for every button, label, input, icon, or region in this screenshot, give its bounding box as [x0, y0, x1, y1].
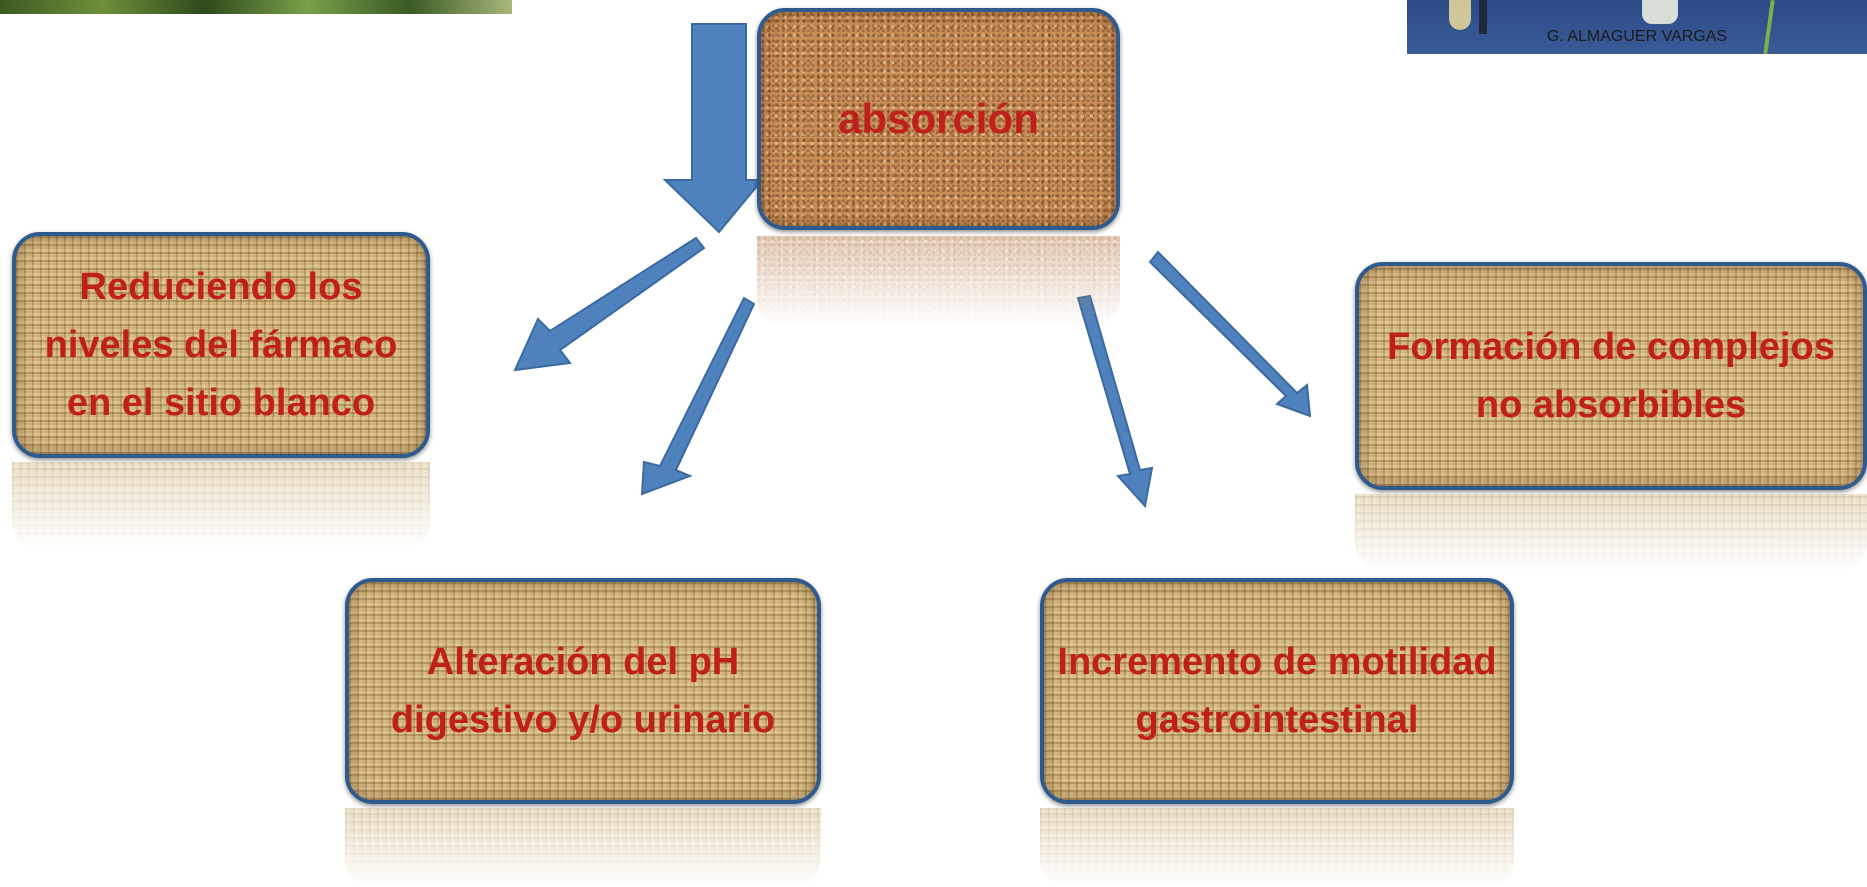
top-right-photo: G. ALMAGUER VARGAS	[1407, 0, 1867, 54]
node-incremento-reflection	[1040, 808, 1514, 887]
node-alteracion-label: Alteración del pH digestivo y/o urinario	[390, 641, 776, 741]
node-incremento: Incremento de motilidad gastrointestinal	[1040, 578, 1514, 804]
photo-credit: G. ALMAGUER VARGAS	[1546, 28, 1728, 45]
top-left-photo	[0, 0, 512, 14]
arrow-to-incremento-icon	[1076, 294, 1154, 509]
arrow-to-alteracion-icon	[640, 296, 756, 496]
node-alteracion-reflection	[345, 808, 821, 887]
node-reduciendo: Reduciendo los niveles del fármaco en el…	[12, 232, 430, 458]
arrow-to-reduciendo-icon	[513, 236, 706, 372]
arrow-to-formacion-icon	[1148, 250, 1312, 418]
node-formacion-reflection	[1355, 494, 1867, 570]
photo-object	[1642, 0, 1678, 24]
node-alteracion: Alteración del pH digestivo y/o urinario	[345, 578, 821, 804]
node-absorcion-label: absorción	[838, 95, 1039, 142]
node-absorcion: absorción	[757, 8, 1120, 230]
down-arrow-icon	[662, 23, 765, 234]
node-incremento-label: Incremento de motilidad gastrointestinal	[1057, 641, 1497, 741]
node-formacion-label: Formación de complejos no absorbibles	[1387, 326, 1835, 426]
node-reduciendo-label: Reduciendo los niveles del fármaco en el…	[44, 266, 398, 424]
photo-object	[1479, 0, 1487, 34]
node-formacion: Formación de complejos no absorbibles	[1355, 262, 1867, 490]
node-absorcion-reflection	[757, 236, 1120, 326]
photo-object	[1449, 0, 1471, 30]
node-reduciendo-reflection	[12, 462, 430, 550]
